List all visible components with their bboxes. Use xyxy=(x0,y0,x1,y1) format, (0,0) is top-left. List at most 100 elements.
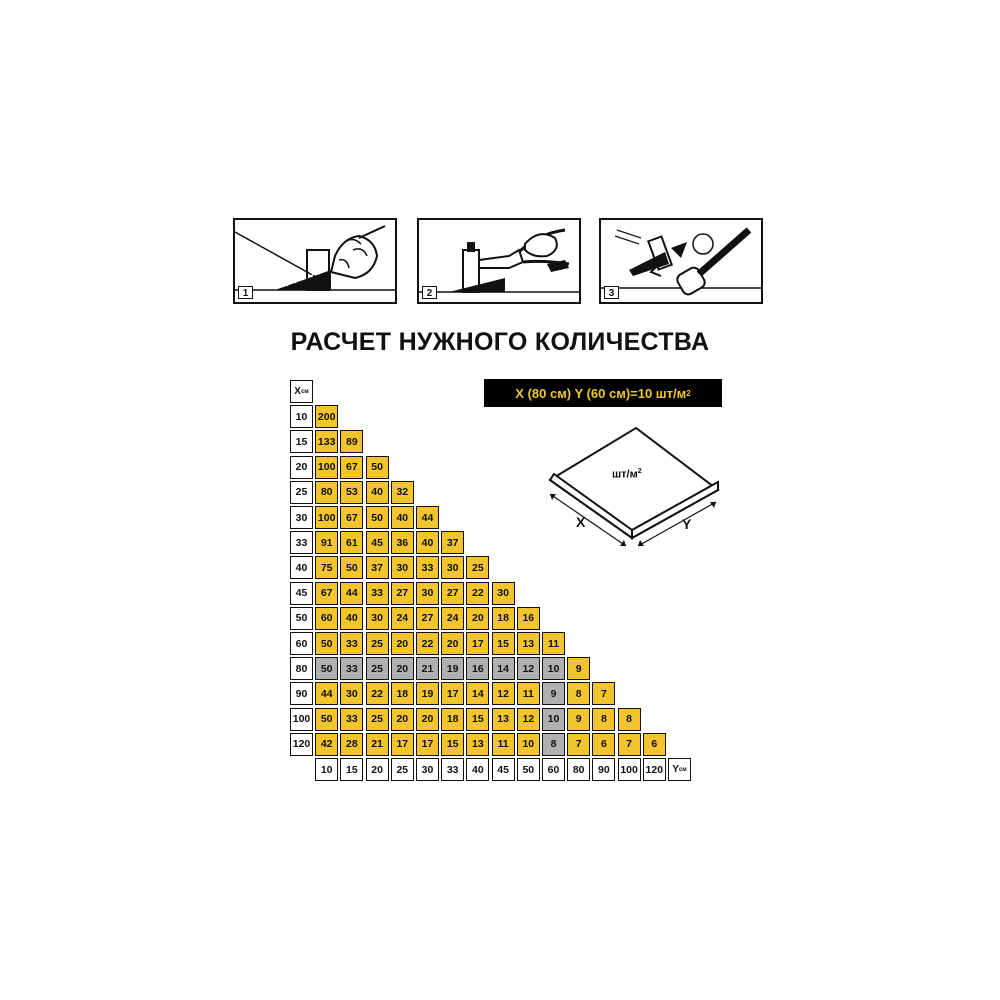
rubber-mallet-icon xyxy=(601,227,761,296)
table-cell: 7 xyxy=(592,682,616,706)
column-header: 25 xyxy=(390,758,414,781)
table-cell: 30 xyxy=(491,581,515,605)
table-cell: 11 xyxy=(542,632,565,655)
table-cell: 100 xyxy=(315,506,339,529)
table-cell: 18 xyxy=(390,682,414,706)
table-cell: 27 xyxy=(390,581,414,605)
column-header: 90 xyxy=(592,758,616,781)
column-header: 60 xyxy=(542,758,565,781)
table-cell: 19 xyxy=(416,682,439,706)
table-cell: 20 xyxy=(390,657,414,681)
table-cell: 32 xyxy=(390,480,414,504)
table-cell: 10 xyxy=(542,657,565,681)
table-cell: 42 xyxy=(315,732,339,756)
table-cell: 25 xyxy=(365,657,389,681)
table-cell: 17 xyxy=(416,732,439,756)
tile-diagram xyxy=(548,426,720,547)
clip-insert-icon xyxy=(235,225,395,291)
table-cell: 67 xyxy=(340,455,364,479)
table-cell: 21 xyxy=(416,657,439,681)
table-cell: 50 xyxy=(315,657,339,681)
table-cell: 24 xyxy=(390,606,414,630)
table-cell: 67 xyxy=(315,581,339,605)
tile-label-sup: 2 xyxy=(637,468,642,475)
table-cell: 8 xyxy=(592,707,616,731)
table-cell: 22 xyxy=(365,682,389,706)
table-cell: 17 xyxy=(390,732,414,756)
column-header: 10 xyxy=(315,758,339,781)
row-header: 60 xyxy=(290,632,313,655)
row-header: 30 xyxy=(290,506,313,529)
tile-y-axis-label: Y xyxy=(682,516,692,532)
table-cell: 8 xyxy=(617,707,641,731)
table-cell: 53 xyxy=(340,480,364,504)
table-cell: 80 xyxy=(315,480,339,504)
table-cell: 8 xyxy=(542,732,565,756)
table-cell: 16 xyxy=(516,606,540,630)
table-cell: 9 xyxy=(567,657,591,681)
table-cell: 100 xyxy=(315,455,339,479)
table-cell: 20 xyxy=(390,707,414,731)
table-cell: 75 xyxy=(315,556,339,580)
table-cell: 8 xyxy=(567,682,591,706)
row-header: 90 xyxy=(290,682,313,706)
table-cell: 45 xyxy=(365,531,389,555)
row-header: 33 xyxy=(290,531,313,555)
table-cell: 6 xyxy=(592,732,616,756)
table-cell: 37 xyxy=(441,531,465,555)
table-cell: 13 xyxy=(516,632,540,655)
table-cell: 33 xyxy=(340,657,364,681)
table-cell: 19 xyxy=(441,657,465,681)
table-cell: 14 xyxy=(491,657,515,681)
page-title: РАСЧЕТ НУЖНОГО КОЛИЧЕСТВА xyxy=(290,328,710,356)
table-cell: 33 xyxy=(416,556,439,580)
formula-sup: 2 xyxy=(686,388,691,398)
table-cell: 30 xyxy=(365,606,389,630)
table-cell: 36 xyxy=(390,531,414,555)
y-axis-unit: см xyxy=(678,766,687,773)
table-cell: 20 xyxy=(416,707,439,731)
table-cell: 27 xyxy=(416,606,439,630)
table-cell: 20 xyxy=(390,632,414,655)
tile-label: шт/м2 xyxy=(612,468,642,481)
table-cell: 13 xyxy=(466,732,490,756)
pliers-icon xyxy=(419,228,579,293)
row-header: 50 xyxy=(290,606,313,630)
table-cell: 50 xyxy=(365,506,389,529)
table-cell: 60 xyxy=(315,606,339,630)
column-header: 33 xyxy=(441,758,465,781)
row-header: 25 xyxy=(290,480,313,504)
table-cell: 50 xyxy=(315,707,339,731)
column-header: 20 xyxy=(365,758,389,781)
table-cell: 7 xyxy=(567,732,591,756)
row-header: 80 xyxy=(290,657,313,681)
table-cell: 6 xyxy=(642,732,666,756)
table-cell: 11 xyxy=(491,732,515,756)
row-header: 45 xyxy=(290,581,313,605)
table-cell: 40 xyxy=(416,531,439,555)
column-header: 50 xyxy=(516,758,540,781)
step-number: 3 xyxy=(604,286,619,299)
table-cell: 12 xyxy=(491,682,515,706)
table-cell: 50 xyxy=(315,632,339,655)
table-cell: 22 xyxy=(466,581,490,605)
table-cell: 17 xyxy=(441,682,465,706)
instruction-panel-1: 1 xyxy=(233,218,397,304)
column-header: 100 xyxy=(617,758,641,781)
table-cell: 200 xyxy=(315,405,339,429)
table-cell: 67 xyxy=(340,506,364,529)
table-cell: 10 xyxy=(542,707,565,731)
table-cell: 12 xyxy=(516,707,540,731)
column-header: 45 xyxy=(491,758,515,781)
table-cell: 33 xyxy=(340,632,364,655)
table-cell: 30 xyxy=(340,682,364,706)
column-header: 30 xyxy=(416,758,439,781)
table-cell: 13 xyxy=(491,707,515,731)
column-header: 15 xyxy=(340,758,364,781)
table-cell: 11 xyxy=(516,682,540,706)
table-cell: 20 xyxy=(441,632,465,655)
table-cell: 28 xyxy=(340,732,364,756)
table-cell: 20 xyxy=(466,606,490,630)
